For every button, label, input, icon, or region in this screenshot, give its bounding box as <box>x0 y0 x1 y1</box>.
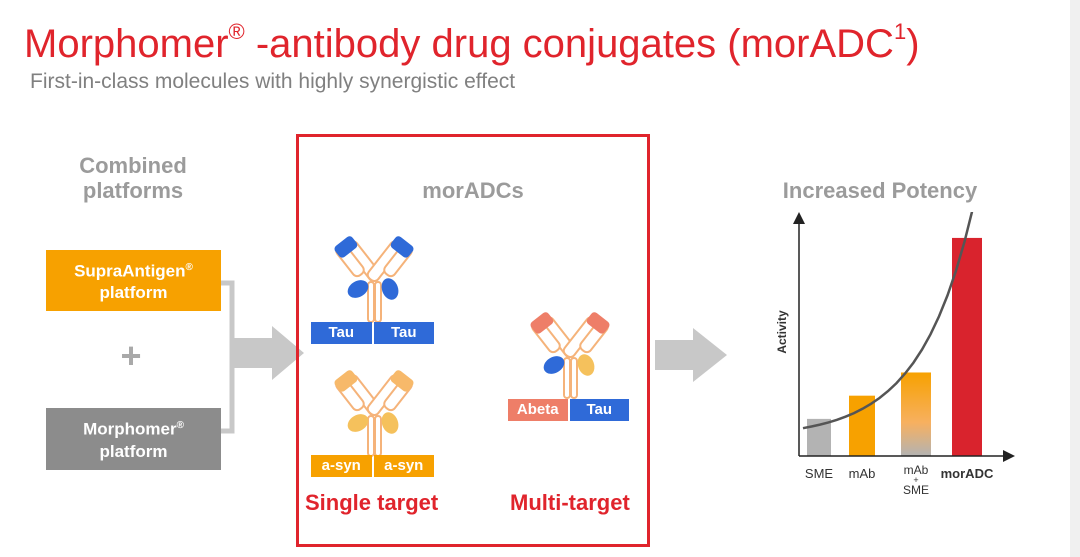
plus-sign: + <box>120 335 142 376</box>
tag-abeta: Abeta <box>508 399 568 421</box>
trend-curve <box>802 212 974 430</box>
bar-mab-sme <box>901 372 931 456</box>
slide-subtitle: First-in-class molecules with highly syn… <box>30 70 516 93</box>
antibody-tau-icon <box>334 236 414 323</box>
moradc-frame <box>296 134 650 547</box>
tau-tau-tags: Tau Tau <box>311 322 434 344</box>
antibody-asyn-icon <box>334 370 414 457</box>
x-tick-label: SME <box>805 466 834 481</box>
x-tick-labels: SME mAb mAb+SME morADC <box>805 463 994 497</box>
tag-asyn: a-syn <box>373 455 434 477</box>
y-axis-label: Activity <box>775 310 789 354</box>
x-tick-label: mAb+SME <box>903 463 929 497</box>
tag-tau: Tau <box>311 322 372 344</box>
platform-name: SupraAntigen® <box>74 257 193 283</box>
multi-target-label: Multi-target <box>510 490 630 515</box>
tag-tau: Tau <box>373 322 434 344</box>
bracket-line <box>221 280 235 434</box>
abeta-tau-tags: Abeta Tau <box>508 399 629 421</box>
moradcs-heading: morADCs <box>422 178 524 203</box>
combined-platforms-heading: Combined platforms <box>50 153 216 203</box>
bar-mab <box>849 395 875 456</box>
platform-name-text: Morphomer <box>83 419 177 439</box>
potency-chart: Activity SME mAb mAb+SME morADC <box>775 212 1015 497</box>
single-target-label: Single target <box>305 490 439 515</box>
registered-mark: ® <box>185 261 193 273</box>
title-part-end: ) <box>906 22 920 66</box>
potency-arrow <box>655 328 727 382</box>
heading-line: Combined <box>79 153 187 178</box>
tag-tau: Tau <box>569 399 629 421</box>
right-edge-bar <box>1070 0 1080 557</box>
asyn-asyn-tags: a-syn a-syn <box>311 455 434 477</box>
platform-name: Morphomer® <box>83 415 184 441</box>
bar-moradc <box>952 237 982 456</box>
combine-bracket-arrow <box>221 280 304 434</box>
x-tick-label: mAb <box>849 466 876 481</box>
x-tick-label: morADC <box>941 466 994 481</box>
chart-bars <box>807 237 982 456</box>
right-arrow-icon <box>655 328 727 382</box>
platform-word: platform <box>99 441 168 461</box>
antibody-multi-icon <box>530 312 610 399</box>
footnote-mark: 1 <box>893 19 907 44</box>
tag-asyn: a-syn <box>311 455 372 477</box>
morphomer-platform-box: Morphomer® platform <box>46 408 221 470</box>
platform-name-text: SupraAntigen <box>74 261 186 281</box>
title-part-main: -antibody drug conjugates (morADC <box>244 22 894 66</box>
increased-potency-heading: Increased Potency <box>782 178 978 203</box>
right-arrow-icon <box>232 326 304 380</box>
heading-line: platforms <box>82 178 184 203</box>
platform-word: platform <box>99 283 168 303</box>
supraantigen-platform-box: SupraAntigen® platform <box>46 250 221 311</box>
slide-title: Morphomer® -antibody drug conjugates (mo… <box>24 18 920 70</box>
registered-mark: ® <box>228 19 245 44</box>
title-part-brand: Morphomer <box>24 22 229 66</box>
registered-mark: ® <box>176 420 184 432</box>
